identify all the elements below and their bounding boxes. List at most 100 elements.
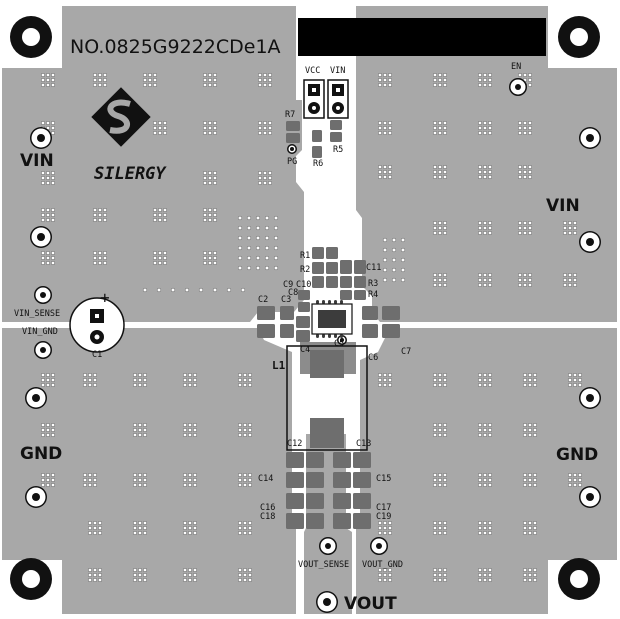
via <box>98 567 103 572</box>
via <box>213 131 218 136</box>
via <box>183 372 188 377</box>
via <box>143 472 148 477</box>
via <box>432 126 437 131</box>
via <box>98 520 103 525</box>
via <box>482 83 487 88</box>
header-vcc-pin1-hole <box>312 88 316 92</box>
via <box>193 520 198 525</box>
via <box>40 251 45 256</box>
via <box>133 525 138 530</box>
via <box>517 277 522 282</box>
via <box>567 372 572 377</box>
silkscreen-labels: VIN VIN GND GND VOUT VIN_SENSE VIN_GND V… <box>14 62 598 614</box>
pad-cout-2-c <box>333 493 351 509</box>
via <box>487 530 492 535</box>
via <box>138 377 143 382</box>
via <box>183 477 188 482</box>
capacitor-c1-pad-plus-hole <box>95 314 99 318</box>
pad-c3-b <box>280 324 294 338</box>
pad-cout-0-c <box>333 452 351 468</box>
refdes-c10: C10 <box>296 280 311 290</box>
via <box>143 83 148 88</box>
via <box>98 525 103 530</box>
via <box>193 372 198 377</box>
via <box>163 260 168 265</box>
via <box>203 260 208 265</box>
via <box>487 422 492 427</box>
via <box>482 121 487 126</box>
via <box>45 213 50 218</box>
refdes-c3: C3 <box>281 295 291 305</box>
via <box>93 213 98 218</box>
logo-s-mark <box>107 99 131 134</box>
via <box>243 482 248 487</box>
via <box>527 567 532 572</box>
via <box>382 237 388 243</box>
via <box>138 530 143 535</box>
via <box>437 272 442 277</box>
via <box>40 121 45 126</box>
via <box>98 213 103 218</box>
via <box>203 121 208 126</box>
via <box>45 432 50 437</box>
via <box>133 482 138 487</box>
via <box>482 170 487 175</box>
pad-ic-bottom <box>328 334 331 338</box>
via <box>477 372 482 377</box>
via <box>267 176 272 181</box>
via <box>226 287 232 293</box>
via <box>183 482 188 487</box>
pad-c7-b <box>382 324 400 338</box>
pad-r1-b <box>326 247 338 259</box>
via <box>243 422 248 427</box>
via <box>532 427 537 432</box>
via <box>377 165 382 170</box>
via <box>487 175 492 180</box>
via <box>183 427 188 432</box>
via <box>138 525 143 530</box>
via <box>93 218 98 223</box>
pad-ic-bottom <box>316 334 319 338</box>
via <box>133 427 138 432</box>
via <box>45 73 50 78</box>
pad-c11-a <box>340 260 352 274</box>
via <box>477 83 482 88</box>
via <box>143 477 148 482</box>
via <box>83 372 88 377</box>
refdes-l1: L1 <box>272 359 286 372</box>
via <box>527 83 532 88</box>
via <box>153 73 158 78</box>
via <box>255 245 261 251</box>
via <box>193 525 198 530</box>
via <box>45 218 50 223</box>
via <box>158 213 163 218</box>
via <box>193 477 198 482</box>
via <box>432 170 437 175</box>
via <box>143 530 148 535</box>
via <box>208 121 213 126</box>
via <box>477 121 482 126</box>
via <box>255 235 261 241</box>
via <box>262 121 267 126</box>
via <box>437 472 442 477</box>
via <box>377 525 382 530</box>
via <box>432 372 437 377</box>
via <box>238 572 243 577</box>
refdes-r3: R3 <box>368 279 378 289</box>
via <box>138 427 143 432</box>
via <box>477 477 482 482</box>
via <box>40 181 45 186</box>
via <box>487 83 492 88</box>
pad-r2-b <box>326 262 338 274</box>
via <box>98 208 103 213</box>
via <box>382 73 387 78</box>
refdes-r4: R4 <box>368 290 378 300</box>
via <box>93 472 98 477</box>
via <box>432 83 437 88</box>
via <box>437 221 442 226</box>
via <box>522 121 527 126</box>
via <box>98 530 103 535</box>
via <box>188 422 193 427</box>
via <box>487 221 492 226</box>
via <box>482 277 487 282</box>
